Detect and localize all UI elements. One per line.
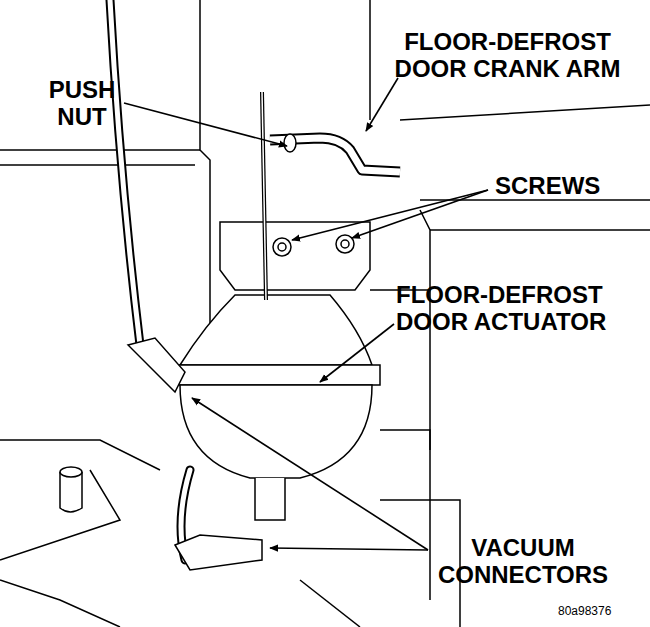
part-label: VACUUM CONNECTORS [418, 534, 628, 588]
vacuum-connector [128, 338, 262, 570]
hose-inner [110, 0, 190, 560]
part-label: PUSH NUT [37, 76, 127, 130]
push-nut [284, 134, 296, 152]
part-label: FLOOR-DEFROST DOOR CRANK ARM [375, 28, 640, 82]
rod [262, 92, 266, 300]
rod-highlight [262, 92, 266, 300]
part-label: SCREWS [495, 172, 625, 199]
part-label: FLOOR-DEFROST DOOR ACTUATOR [396, 281, 646, 335]
figure-number: 80a98376 [558, 604, 643, 618]
hose [110, 0, 190, 560]
bracket [220, 222, 370, 290]
post [60, 467, 82, 512]
actuator [172, 295, 380, 520]
